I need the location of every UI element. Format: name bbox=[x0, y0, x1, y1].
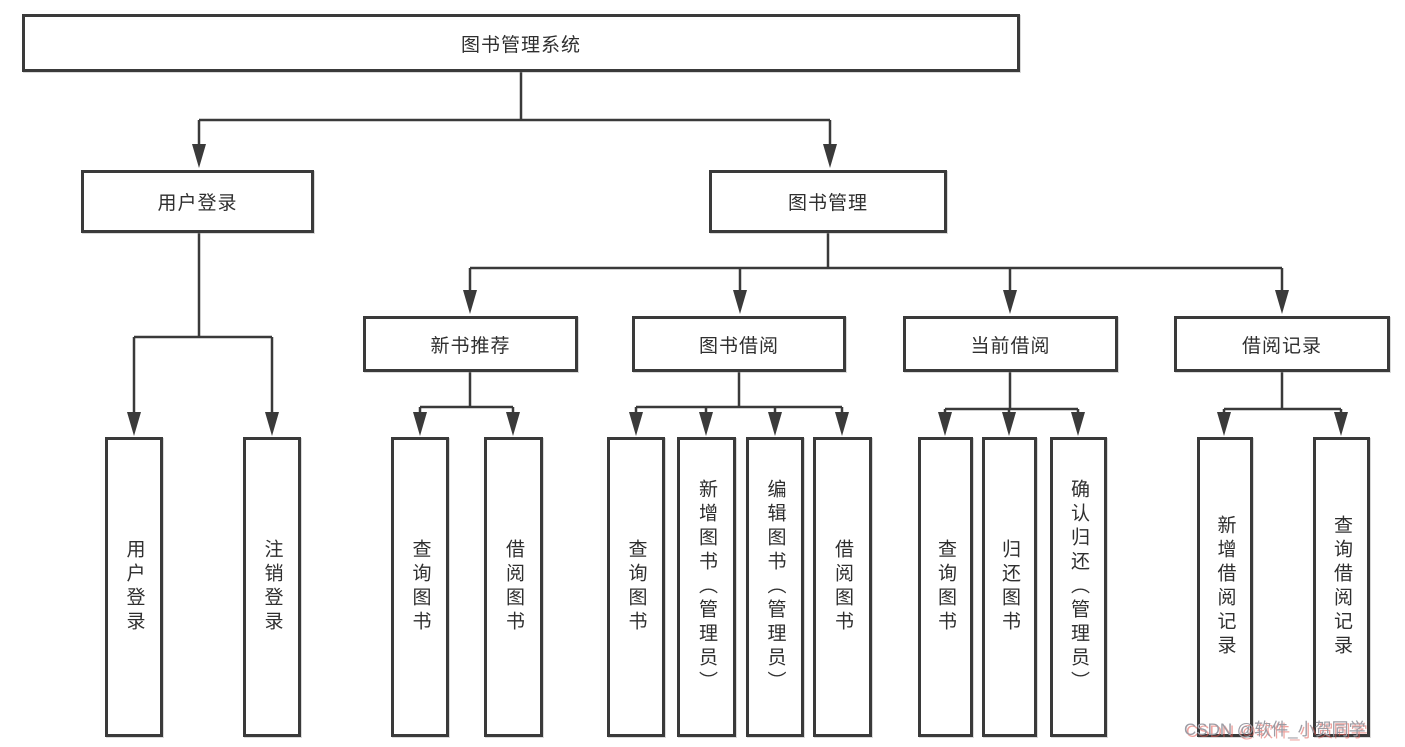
node-label: 编辑图书（管理员） bbox=[764, 479, 786, 695]
node-label: 借阅记录 bbox=[1241, 335, 1322, 357]
leaf-query-borrow-record: 查询借阅记录 bbox=[1313, 437, 1370, 737]
leaf-logout: 注销登录 bbox=[243, 437, 301, 737]
arrow-down-icon bbox=[733, 290, 747, 314]
arrow-down-icon bbox=[1334, 412, 1348, 436]
arrow-down-icon bbox=[1217, 412, 1231, 436]
connector-paths bbox=[132, 72, 1343, 416]
node-label: 新书推荐 bbox=[430, 335, 511, 357]
arrow-down-icon bbox=[506, 412, 520, 436]
leaf-query-books-recommend: 查询图书 bbox=[391, 437, 449, 737]
csdn-watermark: CSDN @软件_小贺同学 bbox=[1184, 720, 1366, 739]
arrow-down-icon bbox=[835, 412, 849, 436]
node-label: 新增图书（管理员） bbox=[696, 479, 717, 695]
arrowhead-icons bbox=[127, 144, 1348, 436]
arrow-down-icon bbox=[823, 144, 837, 168]
node-label: 借阅图书 bbox=[503, 539, 524, 635]
node-label: 当前借阅 bbox=[970, 335, 1051, 357]
arrow-down-icon bbox=[1002, 412, 1016, 436]
node-label: 图书借阅 bbox=[698, 335, 779, 357]
arrow-down-icon bbox=[463, 290, 477, 314]
node-label: 图书管理系统 bbox=[460, 34, 581, 56]
node-current-borrowing: 当前借阅 bbox=[903, 316, 1118, 372]
node-label: 确认归还（管理员） bbox=[1068, 479, 1089, 695]
arrow-down-icon bbox=[699, 412, 713, 436]
leaf-add-borrow-record: 新增借阅记录 bbox=[1197, 437, 1253, 737]
leaf-add-book-admin: 新增图书（管理员） bbox=[677, 437, 736, 737]
leaf-query-books-borrowing: 查询图书 bbox=[607, 437, 665, 737]
arrow-down-icon bbox=[127, 412, 141, 436]
arrow-down-icon bbox=[265, 412, 279, 436]
arrow-down-icon bbox=[629, 412, 643, 436]
leaf-borrow-books-borrowing: 借阅图书 bbox=[813, 437, 872, 737]
arrow-down-icon bbox=[1071, 412, 1085, 436]
leaf-user-login: 用户登录 bbox=[105, 437, 163, 737]
leaf-query-books-current: 查询图书 bbox=[918, 437, 973, 737]
node-label: 用户登录 bbox=[157, 193, 238, 214]
node-book-borrowing: 图书借阅 bbox=[632, 316, 846, 372]
arrow-down-icon bbox=[1003, 290, 1017, 314]
leaf-confirm-return-admin: 确认归还（管理员） bbox=[1050, 437, 1107, 737]
node-label: 查询图书 bbox=[625, 539, 647, 635]
node-root: 图书管理系统 bbox=[22, 14, 1020, 72]
node-label: 查询图书 bbox=[409, 539, 431, 635]
node-borrowing-records: 借阅记录 bbox=[1174, 316, 1390, 372]
node-label: 图书管理 bbox=[787, 193, 868, 214]
node-label: 新增借阅记录 bbox=[1214, 515, 1236, 659]
node-book-management: 图书管理 bbox=[709, 170, 947, 233]
node-label: 查询图书 bbox=[935, 539, 956, 635]
node-label: 注销登录 bbox=[261, 539, 283, 635]
arrow-down-icon bbox=[1275, 290, 1289, 314]
node-label: 查询借阅记录 bbox=[1331, 515, 1352, 659]
node-new-book-recommend: 新书推荐 bbox=[363, 316, 578, 372]
arrow-down-icon bbox=[192, 144, 206, 168]
node-user-login: 用户登录 bbox=[81, 170, 314, 233]
arrow-down-icon bbox=[938, 412, 952, 436]
node-label: 用户登录 bbox=[123, 539, 145, 635]
leaf-return-book: 归还图书 bbox=[982, 437, 1037, 737]
arrow-down-icon bbox=[768, 412, 782, 436]
node-label: 归还图书 bbox=[999, 539, 1020, 635]
leaf-borrow-books-recommend: 借阅图书 bbox=[484, 437, 543, 737]
node-label: 借阅图书 bbox=[832, 539, 853, 635]
leaf-edit-book-admin: 编辑图书（管理员） bbox=[746, 437, 804, 737]
arrow-down-icon bbox=[413, 412, 427, 436]
